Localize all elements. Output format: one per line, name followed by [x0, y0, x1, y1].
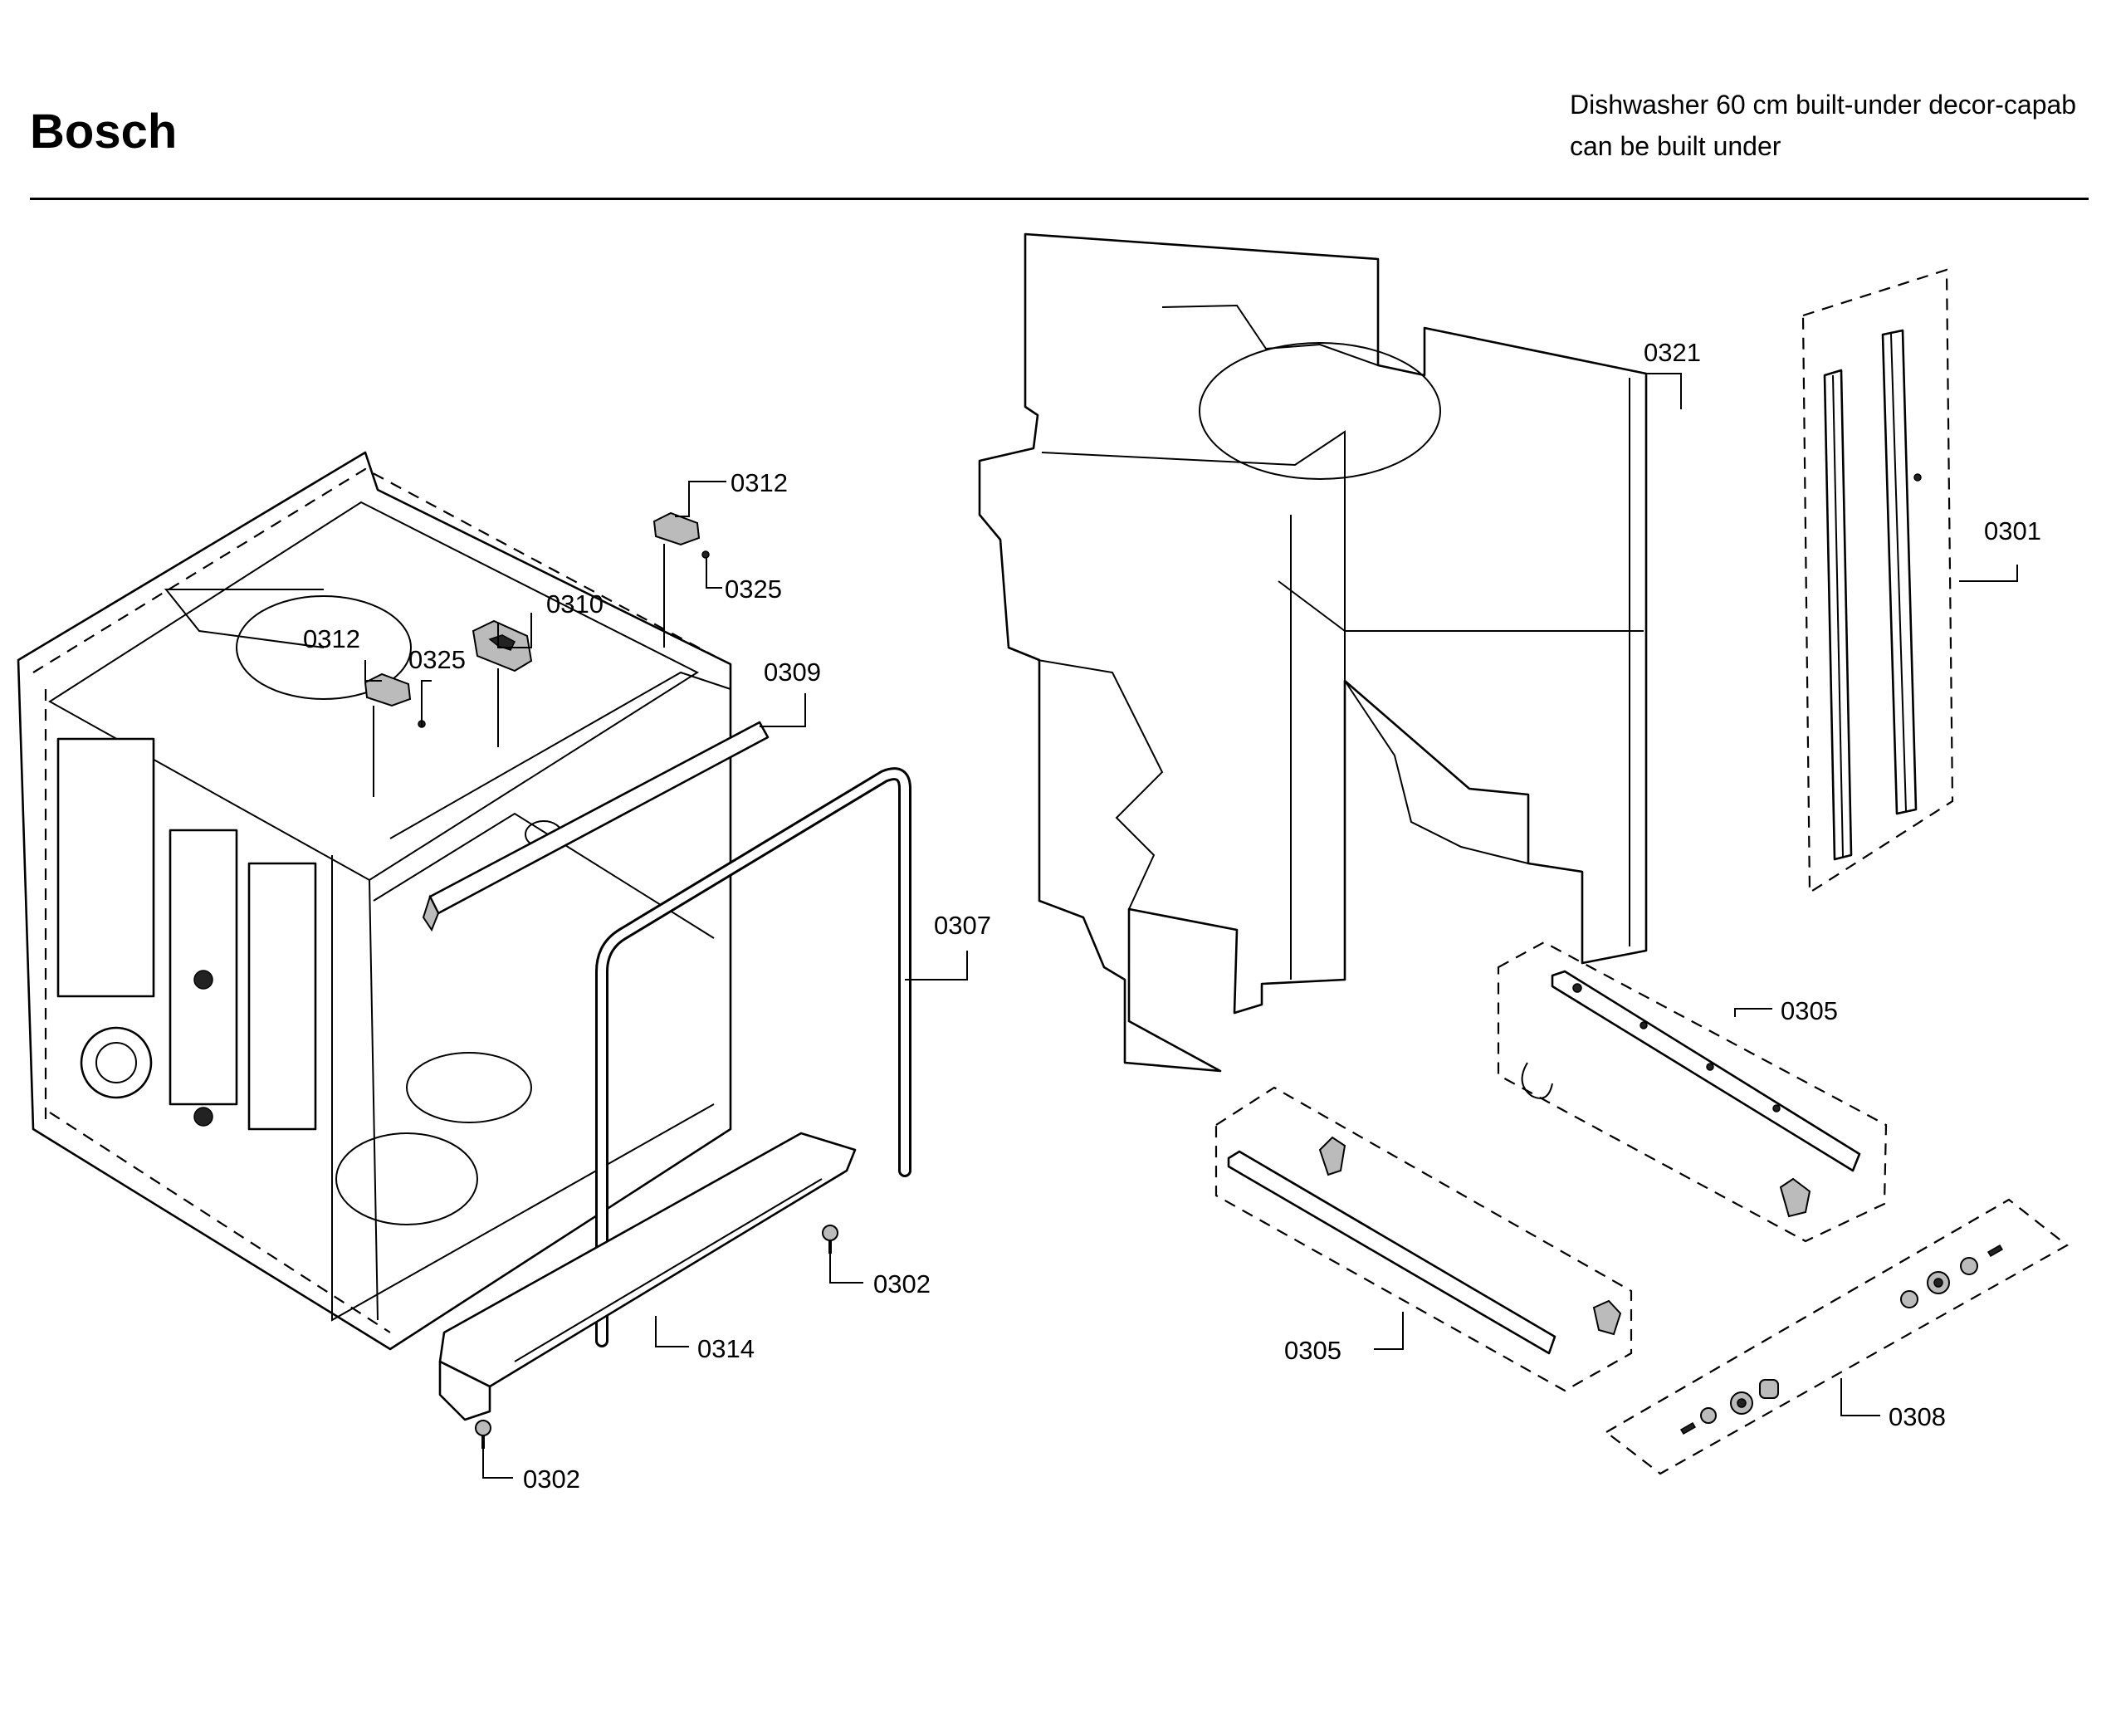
callout-0302-left: 0302 [523, 1465, 580, 1494]
door-gasket-part [595, 767, 911, 1347]
rail-lower-part [1214, 1086, 1633, 1392]
side-trim-set-part [1801, 268, 1954, 894]
screw-0302-left-part [475, 1420, 491, 1449]
rail-0309-part [422, 721, 770, 932]
tub-assembly-part [17, 451, 732, 1351]
callout-0312-upper: 0312 [731, 468, 788, 497]
screw-0302-right-part [822, 1225, 838, 1254]
callout-labels: 0321 0301 0312 0325 0310 0312 0325 0309 … [303, 338, 2041, 1494]
callout-0325-upper: 0325 [725, 575, 782, 604]
hardware-set-part [1605, 1198, 2069, 1475]
callout-0309: 0309 [764, 658, 821, 687]
callout-0302-right: 0302 [873, 1269, 931, 1298]
brand-title: Bosch [30, 105, 178, 159]
callout-0301: 0301 [1984, 516, 2041, 545]
callout-0305-lower: 0305 [1284, 1336, 1341, 1365]
bracket-0310-part [472, 619, 533, 747]
base-plate-part [438, 1132, 857, 1421]
callout-0325-lower: 0325 [408, 645, 466, 674]
insulation-cover-part [978, 232, 1648, 1073]
header-divider [30, 198, 2089, 200]
callout-0307: 0307 [934, 911, 991, 940]
model-description-line2: can be built under [1570, 131, 1781, 161]
callout-0305-upper: 0305 [1781, 996, 1838, 1025]
callout-0310: 0310 [546, 589, 604, 619]
model-description-line1: Dishwasher 60 cm built-under decor-capab [1570, 90, 2077, 120]
callout-0314: 0314 [697, 1334, 755, 1363]
rail-upper-part [1497, 941, 1888, 1243]
callout-0308: 0308 [1889, 1402, 1946, 1431]
leader-lines [364, 373, 2018, 1479]
callout-0312-lower: 0312 [303, 624, 360, 653]
callout-0321: 0321 [1644, 338, 1701, 367]
